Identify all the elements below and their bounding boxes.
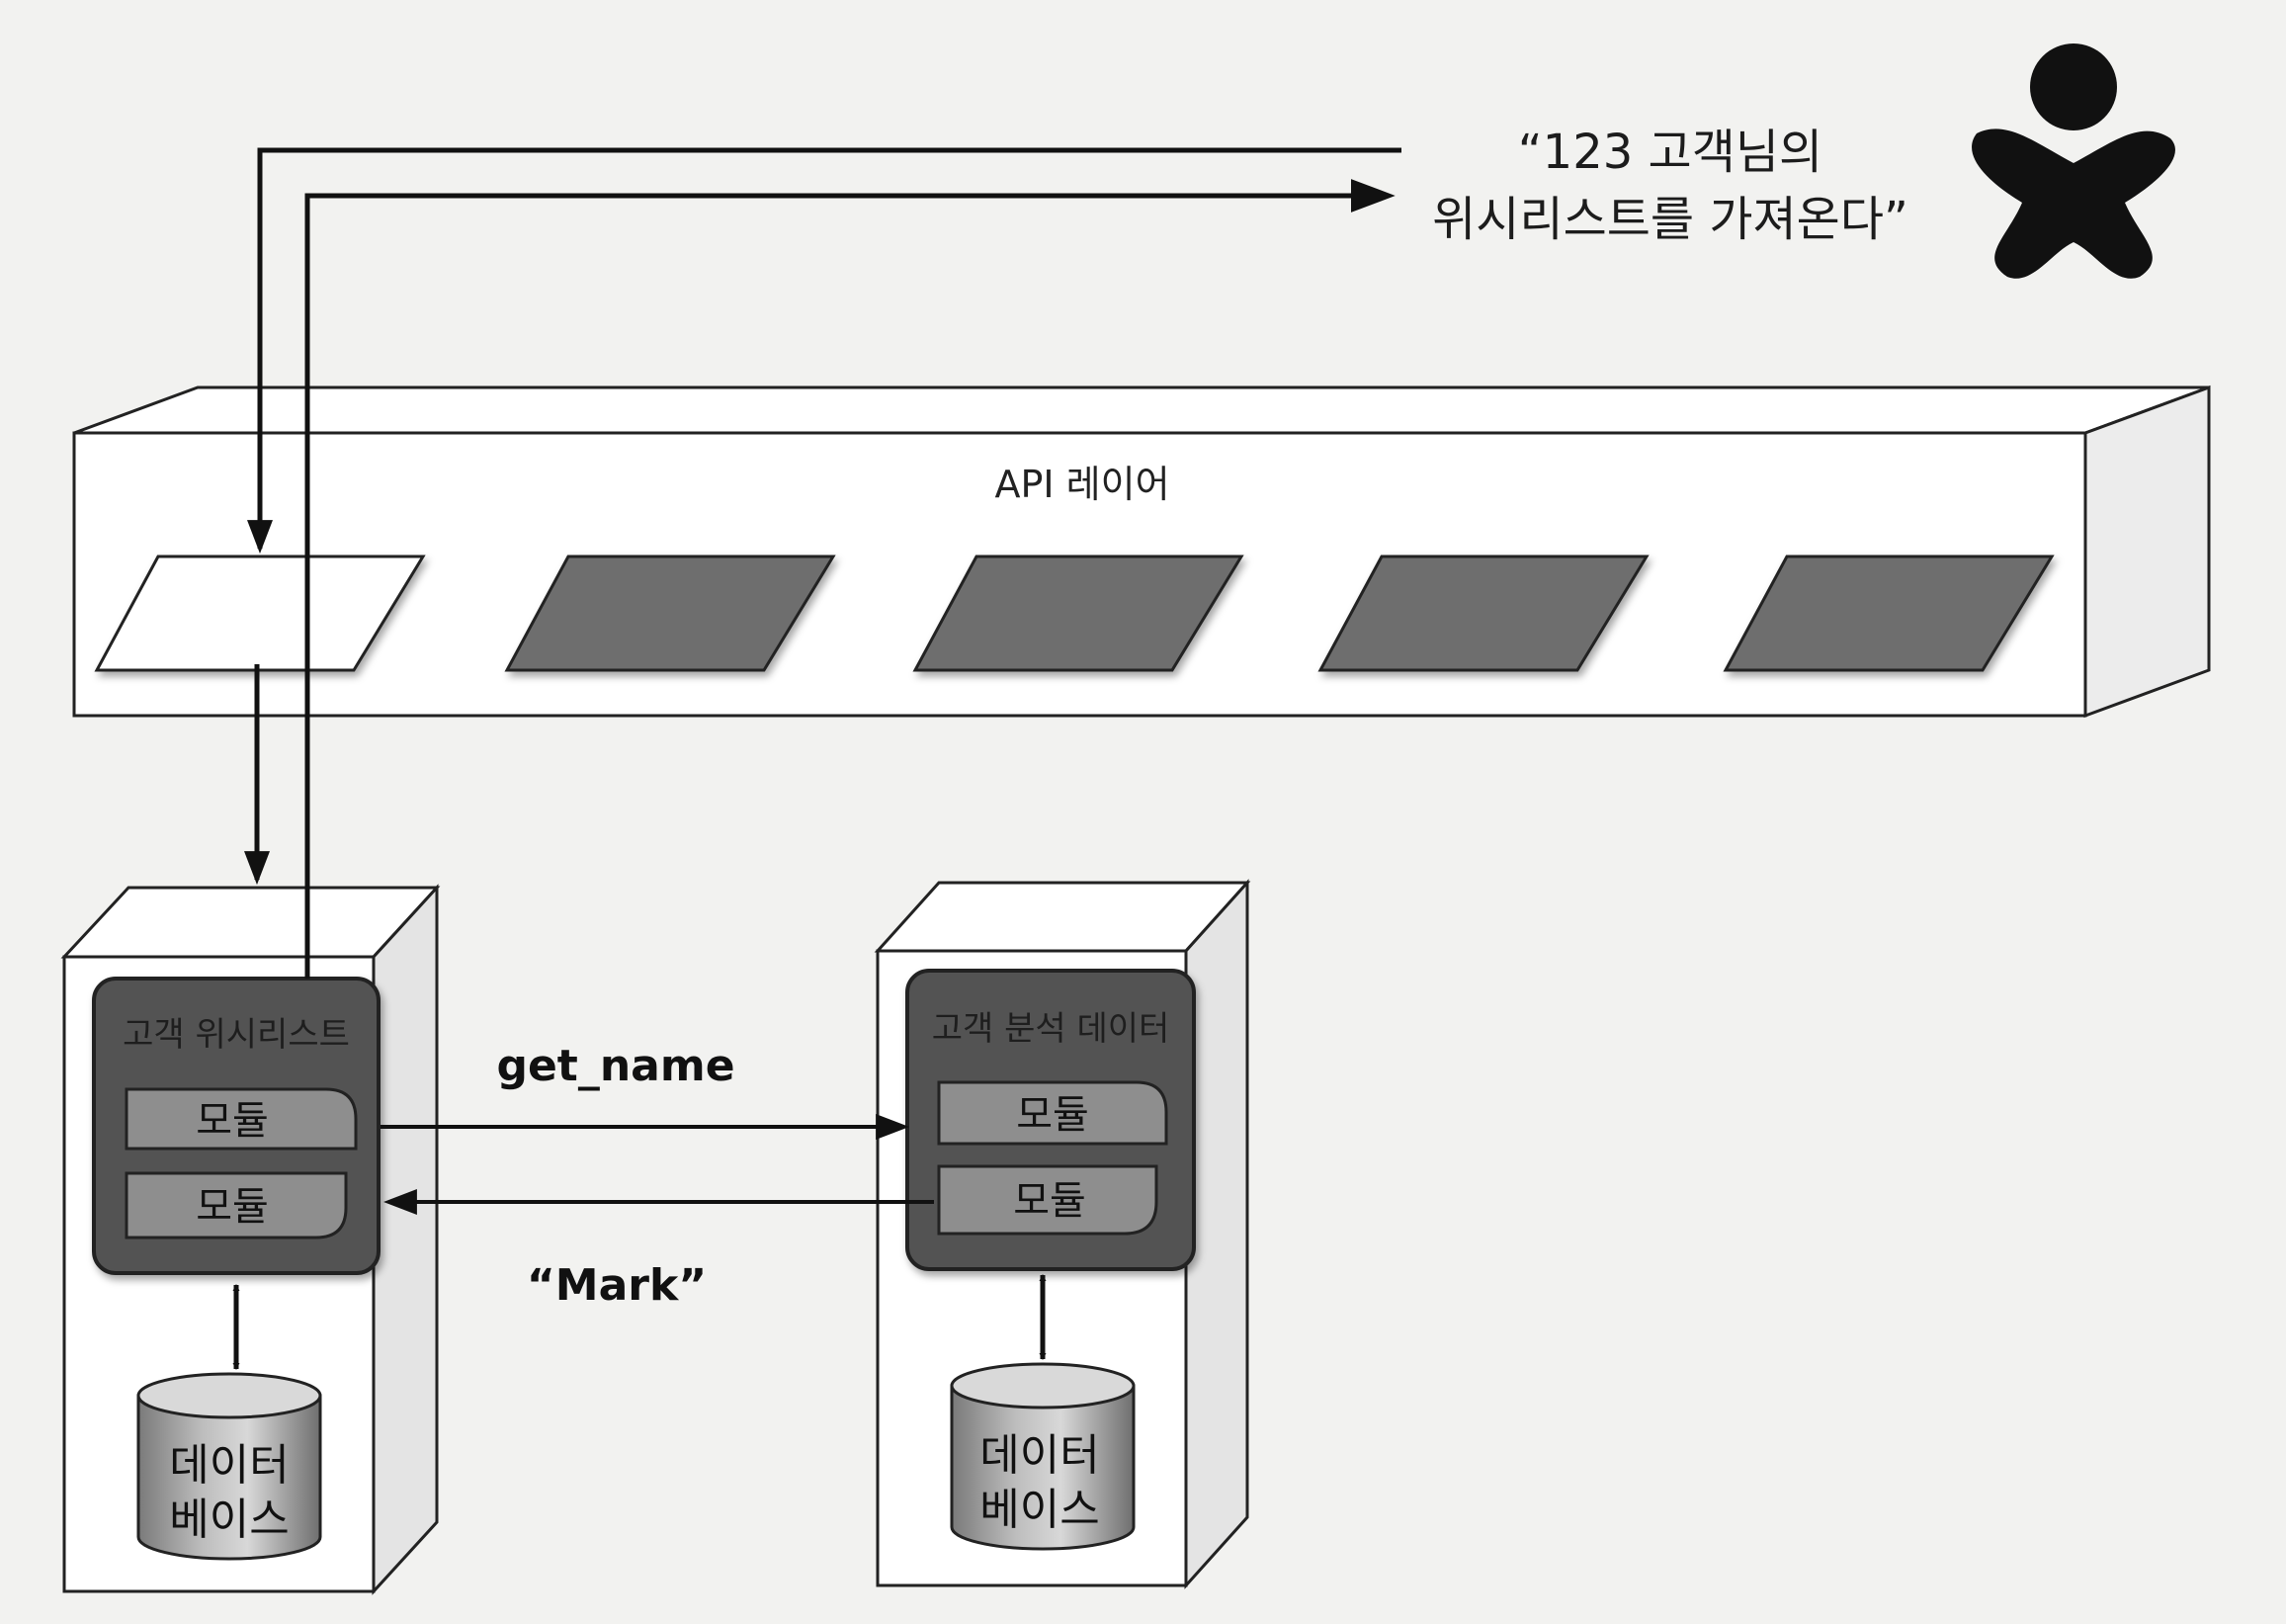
api-endpoint-wishlist[interactable] (94, 555, 426, 672)
module-1-analytics (937, 1080, 1168, 1146)
api-endpoint-5[interactable] (1723, 555, 2055, 672)
api-endpoint-2[interactable] (504, 555, 836, 672)
module-label: 모듈 (1016, 1092, 1089, 1138)
module-label: 모듈 (196, 1184, 269, 1230)
module-2-wishlist (125, 1171, 348, 1239)
database-icon-analytics (950, 1362, 1136, 1551)
database-icon-wishlist (136, 1372, 322, 1561)
request-text-line2: 위시리스트를 가져온다” (1432, 192, 1908, 247)
get-name-label: get_name (496, 1041, 734, 1091)
database-label-line1: 데이터 (169, 1440, 289, 1491)
response-flow-arrow (304, 179, 1396, 979)
mark-response-label: “Mark” (527, 1260, 707, 1311)
module-label: 모듈 (1013, 1178, 1086, 1224)
service-title-wishlist: 고객 위시리스트 (123, 1015, 350, 1055)
module-label: 모듈 (196, 1098, 269, 1144)
api-endpoint-4[interactable] (1317, 555, 1650, 672)
database-label-line2: 베이스 (169, 1495, 289, 1545)
module-2-analytics (937, 1164, 1158, 1236)
api-endpoints (94, 555, 2055, 672)
user-icon (1972, 43, 2175, 279)
request-text-line1: “123 고객님의 (1518, 125, 1822, 180)
database-label-line2: 베이스 (979, 1485, 1099, 1535)
service-title-analytics: 고객 분석 데이터 (932, 1009, 1170, 1049)
api-layer-label: API 레이어 (994, 463, 1169, 506)
module-1-wishlist (125, 1087, 358, 1151)
api-endpoint-3[interactable] (912, 555, 1244, 672)
request-flow-arrow (247, 147, 1401, 555)
database-label-line1: 데이터 (979, 1430, 1099, 1481)
